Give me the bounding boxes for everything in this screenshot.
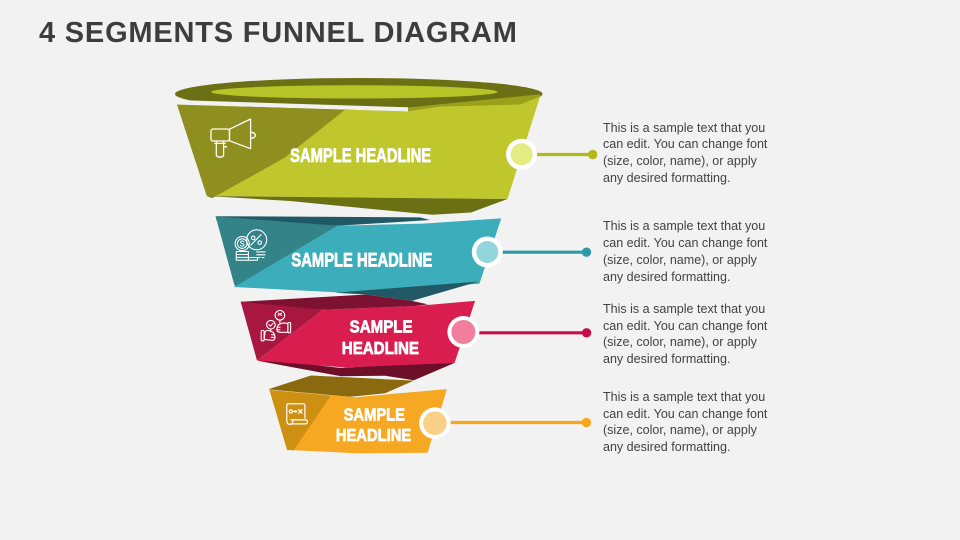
svg-text:HEADLINE: HEADLINE: [342, 338, 419, 359]
svg-text:HEADLINE: HEADLINE: [336, 425, 411, 445]
svg-text:SAMPLE: SAMPLE: [350, 316, 413, 337]
svg-text:SAMPLE: SAMPLE: [344, 405, 405, 425]
svg-text:SAMPLE HEADLINE: SAMPLE HEADLINE: [291, 249, 432, 271]
svg-text:SAMPLE HEADLINE: SAMPLE HEADLINE: [290, 144, 431, 166]
